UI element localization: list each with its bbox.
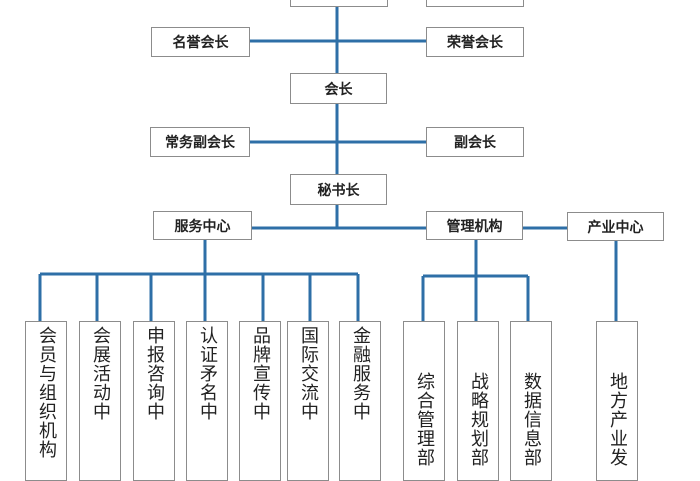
- dept-label: 会展活动中: [90, 326, 111, 421]
- dept-label: 数据信息部: [521, 372, 542, 467]
- secretary-general-box: 秘书长: [290, 174, 387, 205]
- dept-label: 会员与组织机构: [36, 326, 57, 459]
- service-center-box: 服务中心: [153, 211, 252, 240]
- president-box: 会长: [290, 73, 387, 104]
- dept-local-industry: 地方产业发: [596, 321, 638, 481]
- dept-label: 国际交流中: [298, 326, 319, 421]
- dept-financial-services: 金融服务中: [339, 321, 381, 481]
- top-box-right-partial: [426, 0, 524, 7]
- dept-label: 综合管理部: [414, 372, 435, 467]
- dept-member-organization: 会员与组织机构: [25, 321, 67, 481]
- dept-label: 地方产业发: [607, 372, 628, 467]
- dept-label: 品牌宣传中: [250, 326, 271, 421]
- connector-lines: [38, 0, 618, 321]
- dept-international-exchange: 国际交流中: [287, 321, 329, 481]
- dept-certification: 认证矛名中: [186, 321, 228, 481]
- dept-label: 申报咨询中: [144, 326, 165, 421]
- management-box: 管理机构: [426, 211, 523, 240]
- dept-label: 认证矛名中: [197, 326, 218, 421]
- honorary-president-2-box: 荣誉会长: [426, 27, 524, 57]
- dept-exhibition-events: 会展活动中: [79, 321, 121, 481]
- vice-president-box: 副会长: [426, 127, 524, 157]
- executive-vp-box: 常务副会长: [150, 127, 250, 157]
- industry-center-box: 产业中心: [567, 212, 664, 241]
- honorary-president-box: 名誉会长: [151, 27, 250, 57]
- top-box-left-partial: [290, 0, 388, 7]
- dept-strategic-planning: 战略规划部: [457, 321, 499, 481]
- dept-application-consulting: 申报咨询中: [133, 321, 175, 481]
- dept-label: 金融服务中: [350, 326, 371, 421]
- dept-brand-promotion: 品牌宣传中: [239, 321, 281, 481]
- dept-data-information: 数据信息部: [510, 321, 552, 481]
- dept-general-management: 综合管理部: [403, 321, 445, 481]
- dept-label: 战略规划部: [468, 372, 489, 467]
